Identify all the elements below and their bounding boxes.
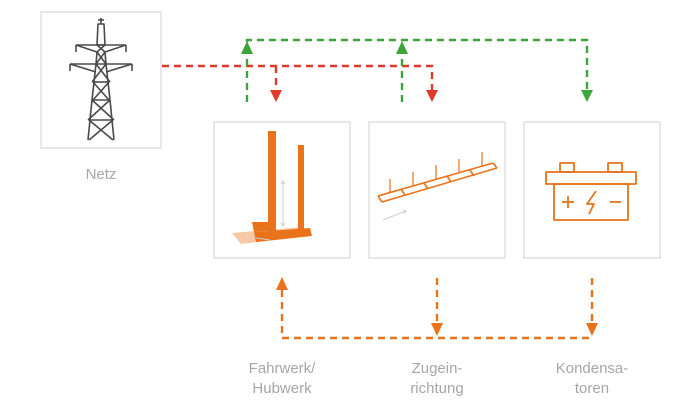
- orange-arrowhead-capacitors: [586, 323, 598, 336]
- capacitor-label-line1: Kondensa-: [555, 360, 629, 377]
- red-arrowhead-feed: [426, 90, 438, 102]
- capacitor-label: Kondensa- toren: [527, 359, 657, 399]
- green-arrowhead-capacitors: [581, 90, 593, 102]
- red-arrowhead-drive: [270, 90, 282, 102]
- orange-arrowhead-feed: [431, 323, 443, 336]
- green-arrowhead-drive: [241, 41, 253, 54]
- grid-label-text: Netz: [85, 166, 117, 183]
- green-arrowhead-feed: [396, 41, 408, 54]
- power-pylon-icon: [69, 18, 133, 141]
- feed-box: [368, 121, 506, 259]
- drive-label: Fahrwerk/ Hubwerk: [217, 359, 347, 399]
- orange-arrowhead-drive: [276, 277, 288, 290]
- drive-label-line1: Fahrwerk/: [248, 360, 316, 377]
- feed-label: Zugein- richtung: [372, 359, 502, 399]
- grid-label: Netz: [36, 165, 166, 185]
- hoist-mast-icon: [232, 131, 312, 244]
- feed-label-line2: richtung: [410, 380, 464, 397]
- capacitor-label-line2: toren: [574, 380, 610, 397]
- feed-label-line1: Zugein-: [411, 360, 463, 377]
- capacitor-box: [523, 121, 661, 259]
- drive-label-line2: Hubwerk: [252, 380, 312, 397]
- green-flow: [245, 38, 589, 102]
- red-flow: [162, 64, 434, 92]
- grid-box: [40, 11, 162, 149]
- orange-flow: [280, 278, 594, 340]
- battery-capacitor-icon: [545, 162, 637, 221]
- conveyor-rack-icon: [377, 152, 498, 221]
